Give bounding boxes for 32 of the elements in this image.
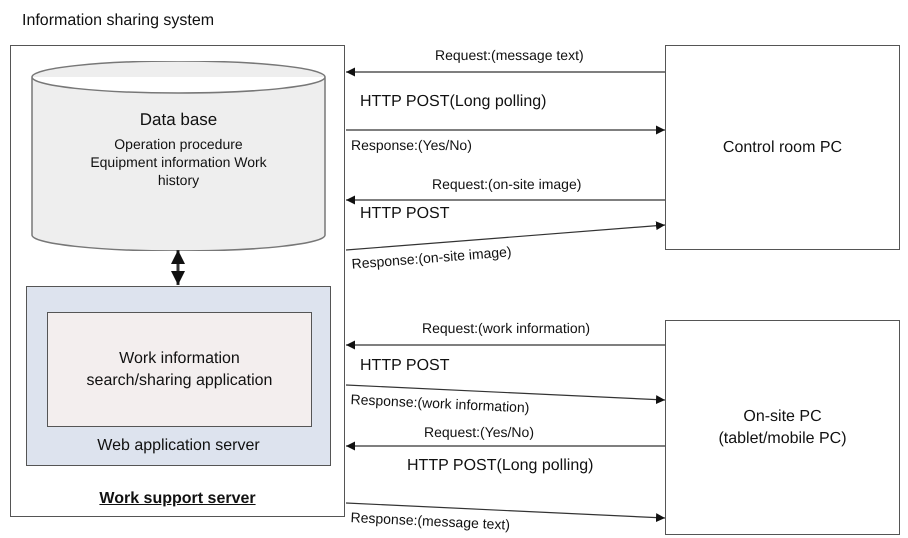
node-heading: Work support server (98, 490, 257, 508)
arrow (346, 384, 666, 404)
arrow (346, 340, 665, 350)
arrow (346, 502, 666, 522)
node-label: Operation procedure Equipment information Work history (89, 135, 268, 189)
edge-label: Request:(Yes/No) (422, 424, 536, 440)
pc-box (665, 45, 900, 250)
server-box (26, 286, 331, 466)
protocol-label: HTTP POST (359, 358, 450, 374)
arrow (346, 126, 665, 134)
pc-box (665, 320, 900, 535)
arrow (346, 221, 666, 251)
diagram-title: Information sharing system (22, 12, 214, 30)
edge-label: Response:(Yes/No) (349, 137, 474, 153)
arrow (171, 250, 185, 285)
arrow (346, 442, 665, 450)
server-box (10, 45, 345, 517)
application-box (47, 312, 312, 427)
protocol-label: HTTP POST(Long polling) (359, 94, 548, 110)
edge-label: Request:(work information) (420, 320, 592, 336)
arrow (346, 68, 665, 76)
protocol-label: HTTP POST(Long polling) (406, 458, 594, 474)
database-cylinder (31, 61, 326, 251)
node-label: On-site PC (tablet/mobile PC) (717, 406, 848, 448)
node-label: Web application server (96, 437, 261, 455)
node-label: Control room PC (722, 138, 844, 158)
node-label: Work information search/sharing application (86, 348, 274, 390)
arrow (346, 196, 665, 204)
protocol-label: HTTP POST (359, 206, 450, 222)
edge-label: Request:(on-site image) (430, 176, 584, 192)
edge-label: Request:(message text) (433, 47, 586, 63)
node-heading: Data base (138, 111, 218, 129)
